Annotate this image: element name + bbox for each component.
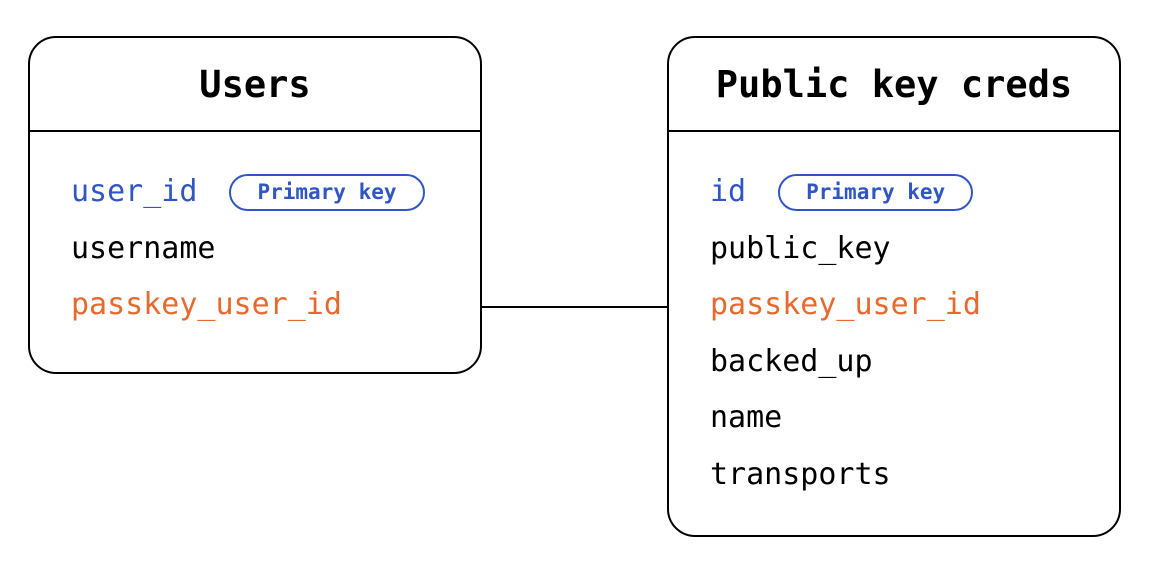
field-backed-up: backed_up [710,342,873,382]
field-name: username [71,231,216,266]
users-table-title: Users [30,38,480,132]
relationship-line [482,306,667,308]
primary-key-badge: Primary key [778,173,974,211]
primary-key-badge: Primary key [229,173,425,211]
field-name: public_key [710,231,891,266]
field-name-column: name [710,398,782,438]
users-table: Users user_id Primary key username passk… [28,36,482,374]
field-transports: transports [710,455,891,495]
field-passkey-user-id: passkey_user_id [71,285,342,325]
field-name: passkey_user_id [71,287,342,322]
field-name: backed_up [710,344,873,379]
field-passkey-user-id: passkey_user_id [710,285,981,325]
field-public-key: public_key [710,229,891,269]
field-name: passkey_user_id [710,287,981,322]
field-name: user_id [71,174,198,209]
field-user-id: user_id Primary key [71,172,425,212]
field-id: id Primary key [710,172,974,212]
creds-table-title: Public key creds [669,38,1119,132]
field-name: id [710,174,747,209]
public-key-creds-table: Public key creds id Primary key public_k… [667,36,1121,537]
field-username: username [71,229,216,269]
field-name: transports [710,457,891,492]
field-name: name [710,400,783,435]
